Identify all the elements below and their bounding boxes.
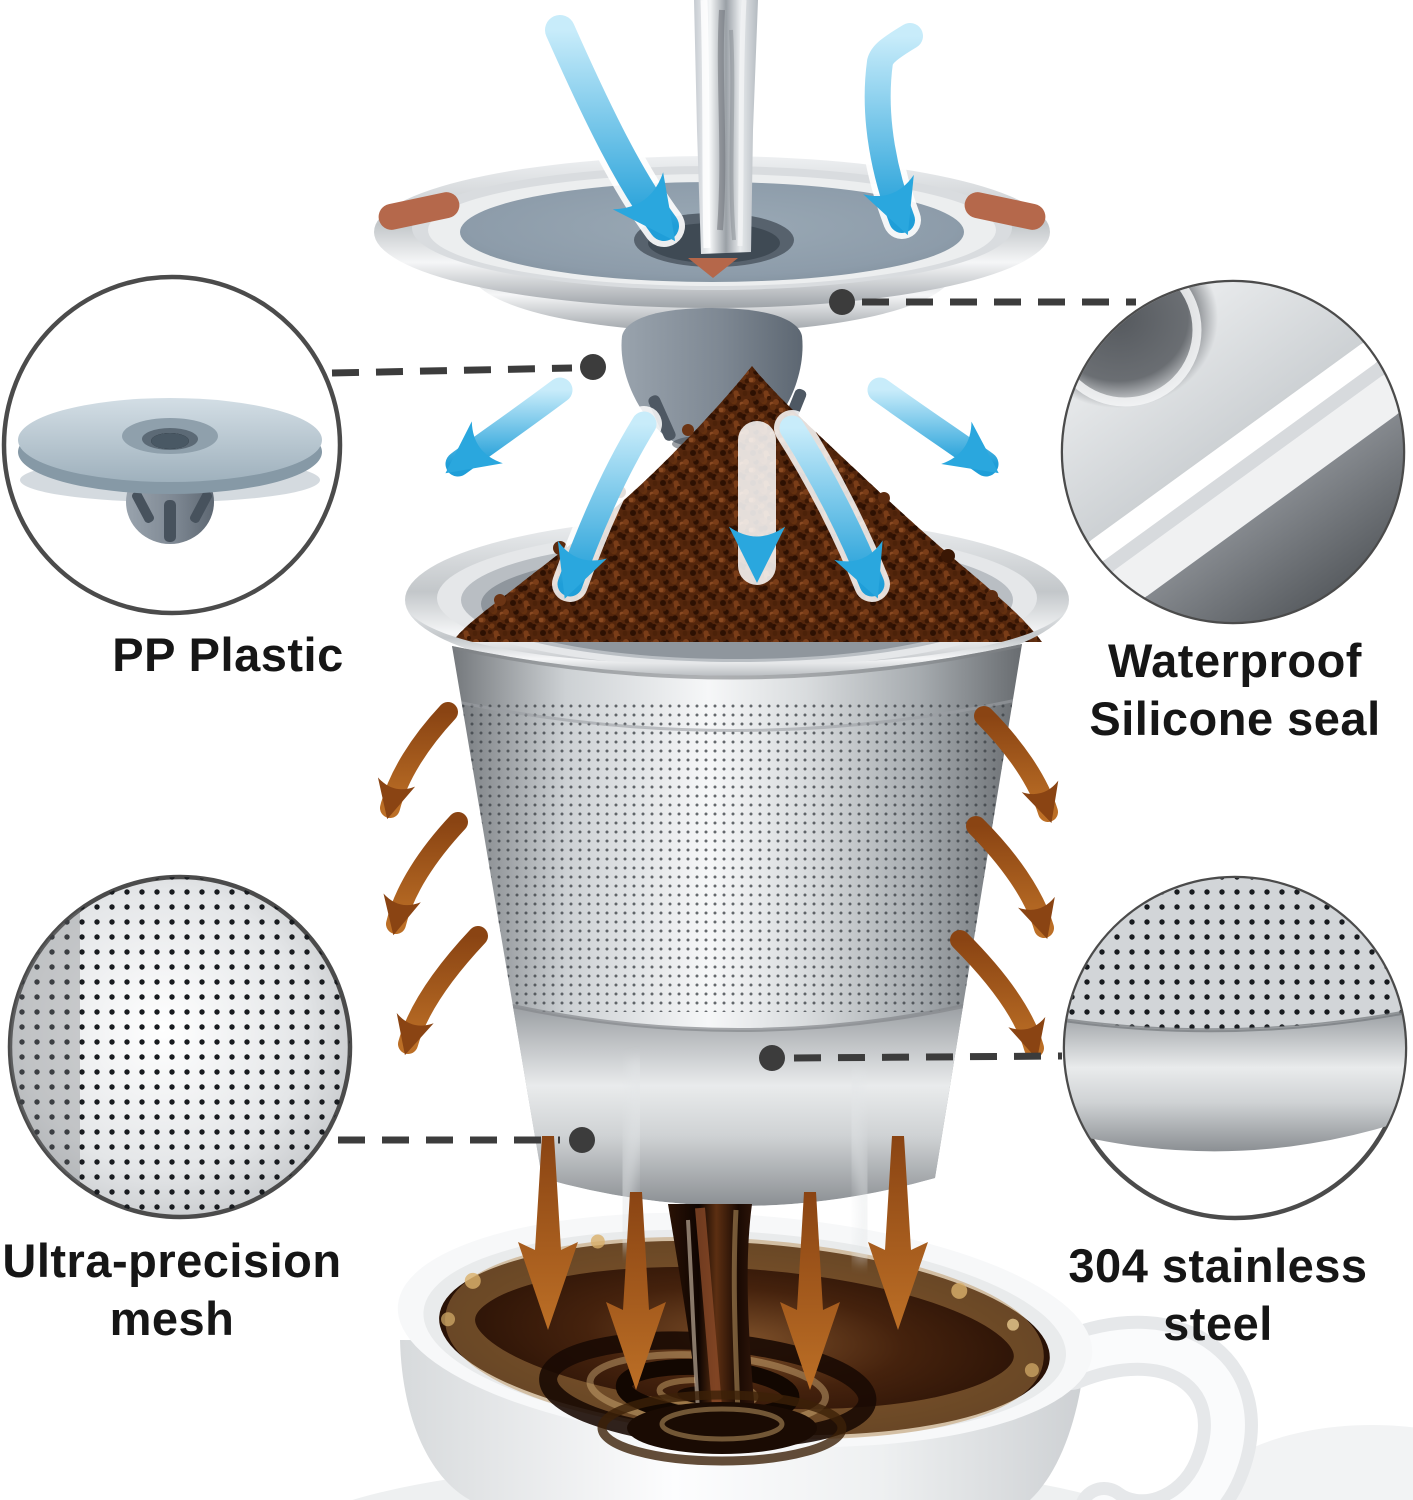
callout-text: Ultra-precision [2,1234,342,1287]
blue-arrow-icon [863,23,923,236]
copper-arrow-icon [974,706,1059,823]
inset-stainless-steel [1062,875,1408,1221]
copper-arrow-icon [518,1136,578,1330]
callout-label-stainless-steel: 304 stainless steel [1068,1237,1367,1353]
connector-plastic [331,364,573,377]
side-flow-arrows-right [950,706,1059,1060]
seal-accent-front-triangle [688,258,738,278]
knob-slot [648,395,676,441]
steam-wisp [846,1070,873,1264]
top-flow-arrows [539,9,929,247]
copper-arrow-icon [606,1192,666,1390]
spread-flow-arrows [440,372,1004,602]
blue-arrow-icon [867,377,999,477]
copper-arrow-icon [377,702,458,820]
callout-text: steel [1163,1297,1273,1350]
seal-accent-right [964,192,1046,230]
copper-arrow-icon [868,1136,928,1330]
blue-arrow-icon [557,411,657,599]
coffee-stream [597,1204,847,1466]
inset-pp-plastic [1,274,343,616]
coffee-mug-scene [352,1058,1413,1500]
inset-silicone-seal [1060,279,1406,625]
mesh-wall [452,700,1022,1012]
copper-arrow-icon [966,816,1055,940]
callout-text: mesh [109,1292,235,1345]
callout-text: 304 stainless [1068,1239,1368,1292]
seal-reflection-blob [1063,282,1218,408]
copper-arrow-icon [396,926,488,1056]
inset-steel-band [1065,1012,1405,1152]
filter-cup-rim-front [404,600,1070,684]
callout-label-pp-plastic: PP Plastic [112,626,343,684]
connector-dot [569,1127,595,1153]
callout-text: PP Plastic [112,628,344,681]
connector-dot [829,289,855,315]
copper-arrow-icon [383,812,468,936]
callout-label-mesh: Ultra-precision mesh [2,1232,341,1348]
steam-wisp [616,1058,647,1253]
blue-arrow-icon [545,15,679,242]
water-stream [694,0,758,254]
seal-accent-left [378,192,460,230]
mesh-filter-cup [452,644,1022,1206]
blue-arrow-icon [779,415,885,599]
copper-arrow-icon [780,1192,840,1390]
connector-dot [759,1045,785,1071]
connector-steel [793,1052,1063,1062]
pour-flow-arrows [518,1136,928,1390]
callout-text: Silicone seal [1089,692,1381,745]
callout-label-silicone-seal: Waterproof Silicone seal [1089,632,1380,748]
copper-arrow-icon [950,930,1046,1060]
blue-arrow-icon [445,377,573,477]
saucer-right-edge [1198,1425,1413,1500]
callout-text: Waterproof [1108,634,1362,687]
callout-connectors [331,289,1136,1153]
connector-dot [580,354,606,380]
side-flow-arrows-left [377,702,488,1056]
inset-mesh [7,874,353,1220]
